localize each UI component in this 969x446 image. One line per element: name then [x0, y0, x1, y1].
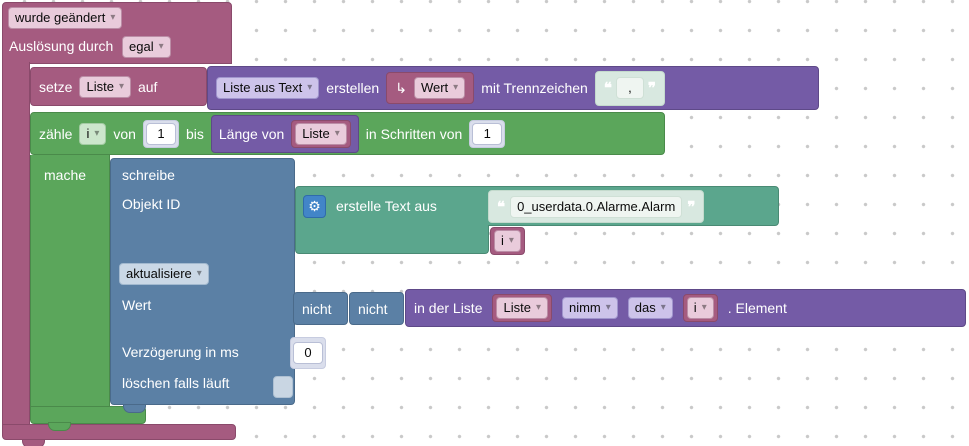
write-next-connector	[123, 404, 146, 413]
text-join-label: erstelle Text aus	[336, 198, 437, 214]
loop-from-shadow: 1	[142, 119, 179, 148]
loop-step-input[interactable]: 1	[472, 122, 503, 145]
write-title-label: schreibe	[122, 167, 175, 183]
loop-to-label: bis	[185, 125, 204, 142]
loop-count-label: zähle	[39, 125, 73, 142]
text-join-block-lower	[295, 225, 489, 254]
open-quote-icon: ❝	[497, 198, 506, 216]
delay-input[interactable]: 0	[293, 342, 323, 364]
list-get-op-dropdown[interactable]: nimm	[561, 297, 618, 319]
set-variable-block[interactable]: setze Liste auf	[30, 67, 207, 106]
loop-spine	[30, 155, 110, 408]
object-id-string-block[interactable]: ❝ 0_userdata.0.Alarme.Alarm ❞	[488, 190, 705, 223]
list-split-create-label: erstellen	[326, 80, 380, 96]
delimiter-input[interactable]: ,	[615, 77, 644, 99]
list-split-mode-dropdown[interactable]: Liste aus Text	[216, 77, 320, 99]
element-label: . Element	[727, 300, 787, 316]
clear-running-label: löschen falls läuft	[122, 375, 230, 391]
not-label: nicht	[358, 300, 388, 317]
in-list-label: in der Liste	[414, 300, 483, 316]
loop-from-input[interactable]: 1	[145, 122, 176, 145]
write-state-block[interactable]: schreibe Objekt ID aktualisiere Wert Ver…	[110, 158, 295, 405]
length-of-variable-dropdown[interactable]: Liste	[295, 122, 347, 145]
set-variable-dropdown[interactable]: Liste	[79, 75, 131, 98]
loop-step-shadow: 1	[469, 119, 506, 148]
value-arrow-icon: ↳	[395, 79, 407, 96]
not-label: nicht	[302, 300, 332, 317]
loop-do-label: mache	[44, 167, 87, 183]
trigger-event-dropdown[interactable]: wurde geändert	[8, 7, 123, 29]
update-mode-dropdown[interactable]: aktualisiere	[119, 263, 209, 285]
trigger-value-block[interactable]: ↳ Wert	[386, 72, 475, 104]
not-block-1[interactable]: nicht	[293, 292, 348, 325]
length-of-block[interactable]: Länge von Liste	[210, 114, 359, 153]
not-block-2[interactable]: nicht	[349, 292, 404, 325]
open-quote-icon: ❝	[603, 80, 612, 97]
list-get-ordinal-dropdown[interactable]: das	[627, 297, 673, 319]
trigger-block-foot	[2, 424, 236, 440]
length-of-variable-block[interactable]: Liste	[291, 119, 351, 148]
object-id-string-input[interactable]: 0_userdata.0.Alarme.Alarm	[510, 195, 683, 218]
list-variable-dropdown[interactable]: Liste	[496, 297, 548, 319]
loop-foot	[30, 406, 146, 424]
clear-running-checkbox[interactable]	[273, 376, 293, 398]
gear-icon[interactable]: ⚙	[303, 195, 326, 218]
loop-step-label: in Schritten von	[365, 125, 463, 142]
count-loop-block[interactable]: zähle i von 1 bis Länge von Liste in Sch…	[30, 112, 665, 155]
value-label: Wert	[122, 297, 152, 313]
index-variable-dropdown[interactable]: i	[494, 230, 521, 252]
length-of-label: Länge von	[218, 125, 285, 142]
set-to-label: auf	[137, 78, 158, 95]
close-quote-icon: ❞	[687, 198, 696, 216]
trigger-cause-dropdown[interactable]: egal	[122, 36, 171, 58]
object-id-label: Objekt ID	[122, 196, 181, 212]
index-variable-block[interactable]: i	[490, 227, 525, 255]
trigger-next-connector	[22, 439, 45, 446]
set-label: setze	[39, 78, 73, 95]
list-index-variable-block[interactable]: i	[682, 294, 718, 322]
list-get-index-block[interactable]: in der Liste Liste nimm das i . Element	[405, 289, 966, 327]
trigger-block-spine	[2, 62, 30, 425]
delay-label: Verzögerung in ms	[122, 344, 239, 360]
loop-next-connector	[48, 422, 71, 431]
loop-variable-dropdown[interactable]: i	[79, 122, 107, 145]
trigger-cause-label: Auslösung durch	[9, 38, 114, 54]
list-variable-block[interactable]: Liste	[492, 294, 552, 322]
list-index-variable-dropdown[interactable]: i	[686, 297, 714, 319]
close-quote-icon: ❞	[647, 80, 656, 97]
delimiter-label: mit Trennzeichen	[481, 80, 588, 96]
delay-shadow: 0	[290, 337, 326, 369]
delimiter-text-block[interactable]: ❝ , ❞	[594, 70, 665, 106]
list-split-block[interactable]: Liste aus Text erstellen ↳ Wert mit Tren…	[207, 66, 819, 110]
trigger-value-dropdown[interactable]: Wert	[413, 77, 466, 99]
loop-from-label: von	[113, 125, 136, 142]
